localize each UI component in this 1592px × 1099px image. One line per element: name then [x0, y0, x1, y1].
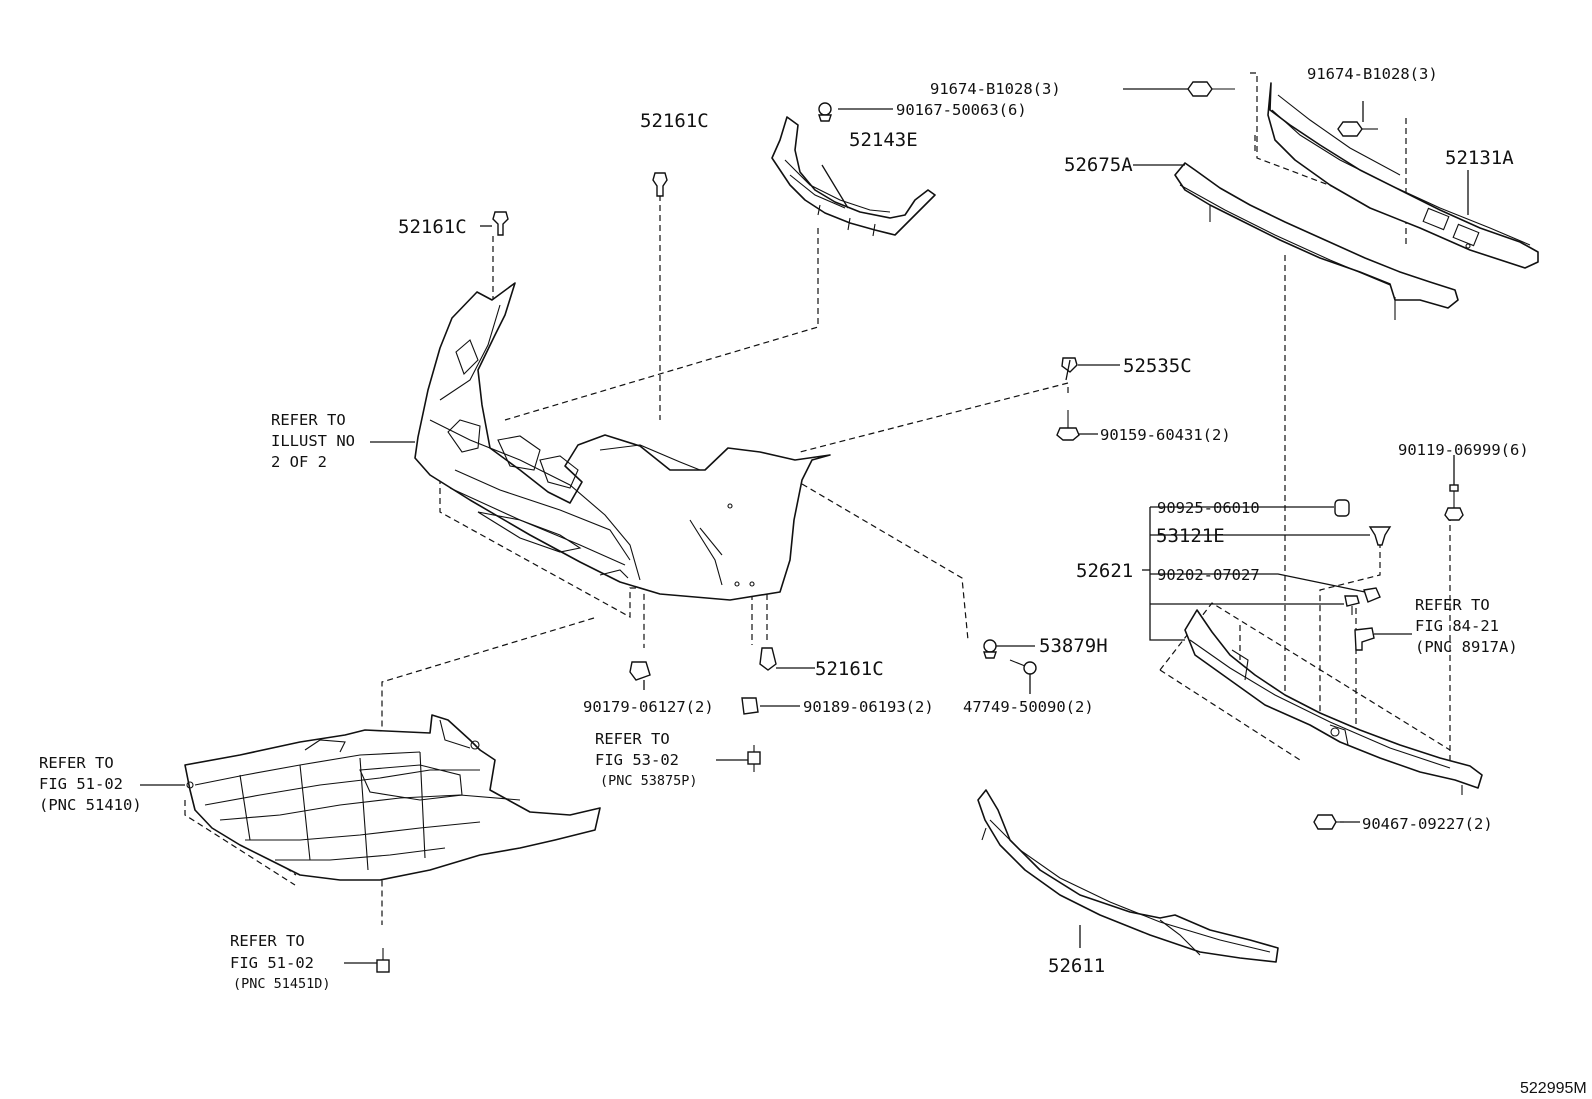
svg-text:(PNC 51451D): (PNC 51451D): [233, 976, 331, 992]
bolt-icon[interactable]: [1056, 410, 1080, 441]
label-90467[interactable]: 90467-09227(2): [1362, 815, 1493, 833]
ref-fig-51-02-a[interactable]: REFER TO FIG 51-02 (PNC 51410): [39, 754, 142, 814]
nut-icon[interactable]: [629, 661, 651, 681]
label-52161C-top[interactable]: 52161C: [640, 110, 709, 132]
label-53879H[interactable]: 53879H: [1039, 635, 1108, 657]
label-52535C[interactable]: 52535C: [1123, 355, 1192, 377]
label-91674-right[interactable]: 91674-B1028(3): [1307, 65, 1438, 83]
reference-notes: REFER TO ILLUST NO 2 OF 2 REFER TO FIG 8…: [39, 411, 1518, 992]
svg-text:REFER TO: REFER TO: [39, 754, 114, 772]
bolt-icon[interactable]: [1444, 484, 1464, 521]
support-52621[interactable]: [1184, 609, 1483, 795]
bolt-icon[interactable]: [1344, 595, 1360, 615]
label-90119[interactable]: 90119-06999(6): [1398, 441, 1529, 459]
label-90179[interactable]: 90179-06127(2): [583, 698, 714, 716]
bolt-icon[interactable]: [1337, 121, 1378, 137]
retainer-52143E[interactable]: [771, 116, 936, 237]
label-90925[interactable]: 90925-06010: [1157, 499, 1260, 517]
leader-lines: [140, 88, 1469, 964]
grille-clip-icon[interactable]: [1368, 526, 1392, 546]
svg-text:FIG 51-02: FIG 51-02: [230, 954, 314, 972]
screw-icon[interactable]: [747, 745, 761, 772]
svg-text:ILLUST NO: ILLUST NO: [271, 432, 355, 450]
clip-icon[interactable]: [652, 172, 668, 197]
label-52611[interactable]: 52611: [1048, 955, 1105, 977]
label-91674-left[interactable]: 91674-B1028(3): [930, 80, 1061, 98]
label-90167[interactable]: 90167-50063(6): [896, 101, 1027, 119]
reinforcement-52131A[interactable]: [1267, 82, 1539, 269]
part-labels: 52161C 52161C 52143E 52675A 52131A 52535…: [398, 110, 1514, 977]
svg-text:FIG 53-02: FIG 53-02: [595, 751, 679, 769]
screw-icon[interactable]: [376, 948, 390, 973]
svg-text:REFER TO: REFER TO: [271, 411, 346, 429]
label-52143E[interactable]: 52143E: [849, 129, 918, 151]
ref-fig-84-21[interactable]: REFER TO FIG 84-21 (PNC 8917A): [1415, 596, 1518, 656]
label-47749[interactable]: 47749-50090(2): [963, 698, 1094, 716]
svg-text:(PNC 8917A): (PNC 8917A): [1415, 638, 1518, 656]
bracket-icon[interactable]: [1354, 627, 1375, 651]
label-52675A[interactable]: 52675A: [1064, 154, 1133, 176]
label-52131A[interactable]: 52131A: [1445, 147, 1514, 169]
fastener-labels: 91674-B1028(3) 91674-B1028(3) 90167-5006…: [583, 65, 1529, 833]
screw-icon[interactable]: [818, 102, 832, 122]
ref-fig-53-02[interactable]: REFER TO FIG 53-02 (PNC 53875P): [595, 730, 698, 789]
diagram-code: 522995M: [1520, 1080, 1587, 1097]
label-90159[interactable]: 90159-60431(2): [1100, 426, 1231, 444]
label-90189[interactable]: 90189-06193(2): [803, 698, 934, 716]
label-52161C-left[interactable]: 52161C: [398, 216, 467, 238]
assembly-dashed-lines: [184, 72, 1451, 925]
nut-icon[interactable]: [741, 697, 759, 715]
bolt-icon[interactable]: [1313, 814, 1344, 830]
clip-icon[interactable]: [492, 211, 509, 236]
svg-text:FIG 84-21: FIG 84-21: [1415, 617, 1499, 635]
svg-text:REFER TO: REFER TO: [595, 730, 670, 748]
svg-text:(PNC 53875P): (PNC 53875P): [600, 773, 698, 789]
screw-icon[interactable]: [1009, 659, 1037, 675]
svg-text:REFER TO: REFER TO: [230, 932, 305, 950]
cushion-icon[interactable]: [1334, 499, 1350, 517]
svg-text:(PNC 51410): (PNC 51410): [39, 796, 142, 814]
spoiler-52611[interactable]: [977, 789, 1279, 963]
label-90202[interactable]: 90202-07027: [1157, 566, 1260, 584]
label-52621[interactable]: 52621: [1076, 560, 1133, 582]
engine-under-cover[interactable]: [184, 714, 601, 881]
clip-icon[interactable]: [983, 639, 997, 659]
svg-text:2 OF 2: 2 OF 2: [271, 453, 327, 471]
front-bumper-cover[interactable]: [414, 282, 831, 601]
fasteners: [376, 81, 1464, 973]
absorber-52675A[interactable]: [1174, 162, 1459, 320]
nut-icon[interactable]: [1363, 587, 1381, 603]
ref-illust-2of2[interactable]: REFER TO ILLUST NO 2 OF 2: [271, 411, 355, 471]
bolt-icon[interactable]: [1187, 81, 1235, 97]
label-53121E[interactable]: 53121E: [1156, 525, 1225, 547]
ref-fig-51-02-b[interactable]: REFER TO FIG 51-02 (PNC 51451D): [230, 932, 331, 992]
label-52161C-bottom[interactable]: 52161C: [815, 658, 884, 680]
svg-text:FIG 51-02: FIG 51-02: [39, 775, 123, 793]
svg-text:REFER TO: REFER TO: [1415, 596, 1490, 614]
clip-icon[interactable]: [759, 647, 777, 671]
